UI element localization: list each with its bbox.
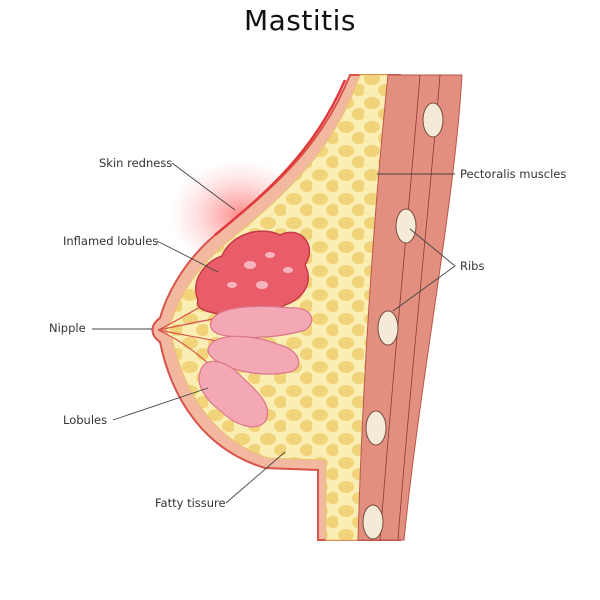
inflamed-lobules: [195, 230, 311, 316]
label-skin-redness: Skin redness: [99, 156, 173, 170]
label-pectoralis-muscles: Pectoralis muscles: [460, 167, 567, 181]
label-inflamed-lobules: Inflamed lobules: [63, 234, 159, 248]
label-lobules: Lobules: [63, 413, 108, 427]
label-nipple: Nipple: [49, 321, 86, 335]
leader-lines: [92, 162, 456, 504]
diagram-title: Mastitis: [243, 4, 356, 37]
ribs: [362, 102, 444, 540]
lobules: [198, 305, 313, 428]
label-fatty-tissue: Fatty tissure: [155, 496, 226, 510]
label-ribs: Ribs: [460, 259, 485, 273]
